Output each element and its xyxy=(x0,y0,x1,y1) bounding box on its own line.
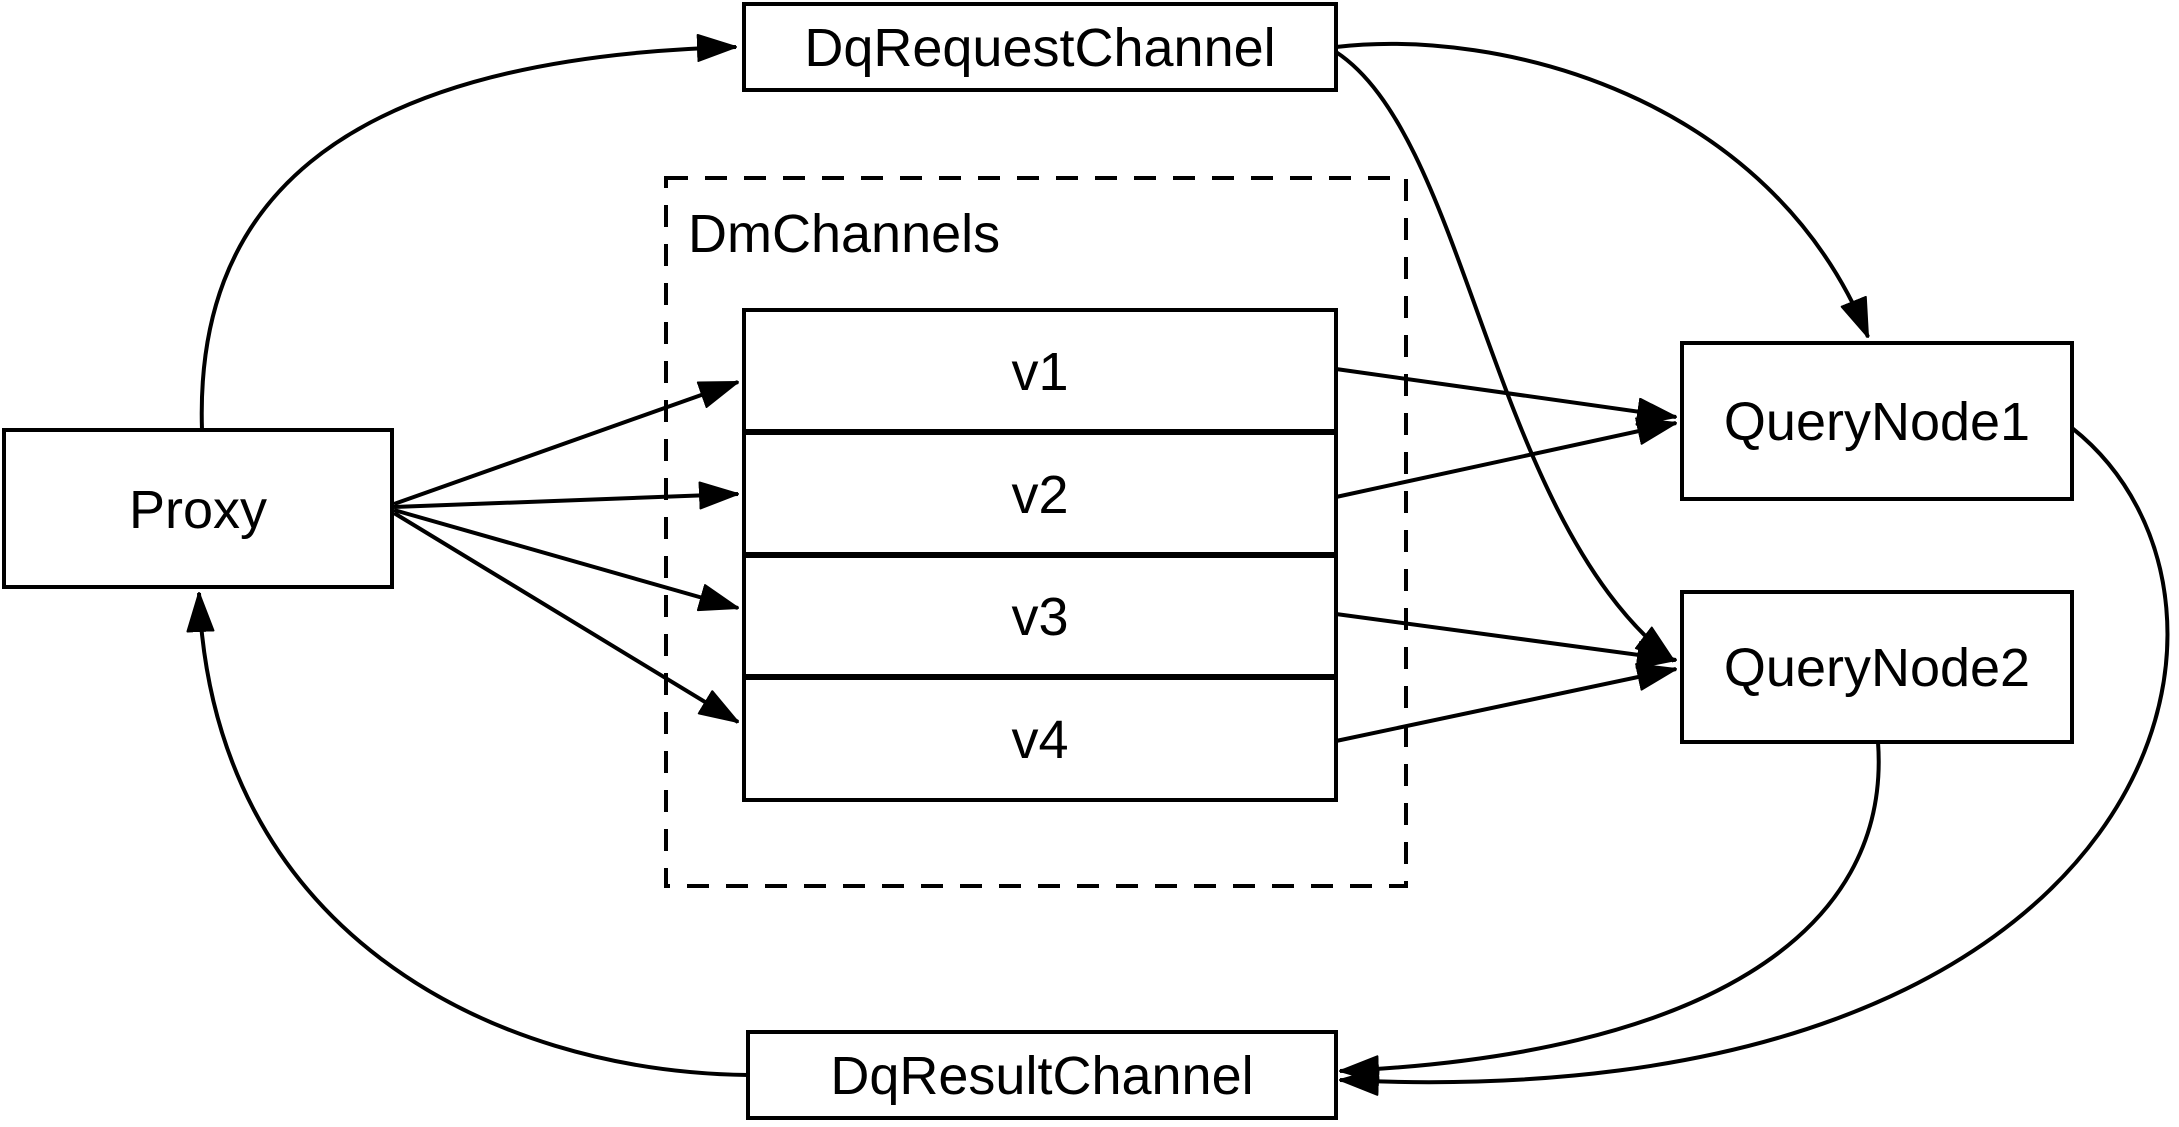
dq-result-channel-label: DqResultChannel xyxy=(830,1046,1253,1106)
edge-dqresultchannel-to-proxy xyxy=(186,592,749,1077)
dm-channels-label: DmChannels xyxy=(688,204,1000,264)
edge-dqrequestchannel-to-querynode2 xyxy=(1334,50,1676,663)
proxy-box xyxy=(2,428,394,589)
channel-v1-label: v1 xyxy=(1011,342,1068,402)
dm-channels-group: DmChannels v1 v2 v3 v4 xyxy=(664,176,1408,888)
edge-v3-to-querynode2 xyxy=(1335,612,1677,669)
edge-querynode2-to-dqresultchannel xyxy=(1339,741,1881,1084)
edges-layer xyxy=(186,34,2170,1096)
edge-v4-to-querynode2 xyxy=(1335,663,1677,743)
edge-querynode1-to-dqresultchannel xyxy=(1339,426,2170,1096)
query-node-1-box xyxy=(1680,341,2074,501)
query-node-2-label: QueryNode2 xyxy=(1724,638,2030,698)
edge-v2-to-querynode1 xyxy=(1335,417,1677,499)
dm-channels-border xyxy=(664,176,1408,888)
edge-proxy-to-v3 xyxy=(393,508,739,612)
query-node-1: QueryNode1 xyxy=(1680,341,2074,501)
dq-request-channel-label: DqRequestChannel xyxy=(804,18,1275,78)
edge-proxy-to-v1 xyxy=(393,380,739,506)
query-node-1-label: QueryNode1 xyxy=(1724,392,2030,452)
channel-v3-label: v3 xyxy=(1011,587,1068,647)
channel-stack: v1 v2 v3 v4 xyxy=(742,308,1338,802)
edge-proxy-to-v4 xyxy=(392,511,740,724)
edge-proxy-to-v2 xyxy=(393,481,739,510)
channel-v2-label: v2 xyxy=(1011,465,1068,525)
channel-v4-label: v4 xyxy=(1011,710,1068,770)
proxy-label: Proxy xyxy=(129,480,267,540)
dq-result-channel-node: DqResultChannel xyxy=(746,1030,1338,1120)
dq-request-channel-node: DqRequestChannel xyxy=(742,2,1338,92)
edge-proxy-to-dqrequestchannel xyxy=(199,34,737,431)
edge-dqrequestchannel-to-querynode1 xyxy=(1335,41,1870,338)
dq-result-channel-box xyxy=(746,1030,1338,1120)
dq-request-channel-box xyxy=(742,2,1338,92)
query-node-2: QueryNode2 xyxy=(1680,590,2074,744)
query-node-2-box xyxy=(1680,590,2074,744)
proxy-node: Proxy xyxy=(2,428,394,589)
